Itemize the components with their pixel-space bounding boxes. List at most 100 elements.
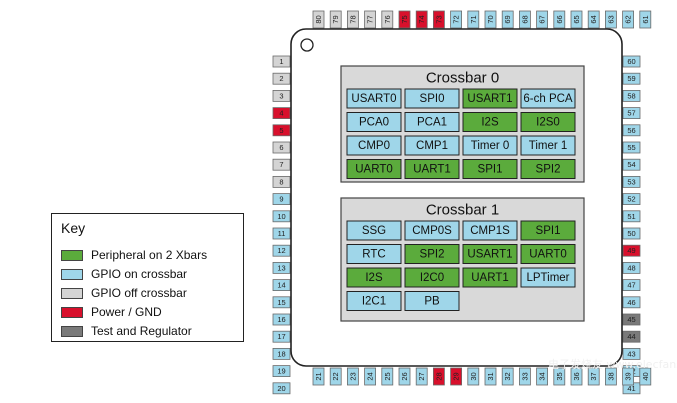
peripheral-label: UART1 — [471, 272, 509, 284]
pin-60: 60 — [622, 55, 641, 68]
peripheral-cell-box — [404, 291, 460, 311]
pin-74: 74 — [415, 10, 428, 29]
pin-69: 69 — [501, 10, 514, 29]
pin-number-label: 61 — [641, 15, 650, 23]
peripheral-label: SPI0 — [420, 93, 445, 105]
pin-pad — [346, 10, 359, 29]
pin-number-label: 70 — [486, 15, 495, 23]
pin-pad — [272, 210, 291, 223]
key-item: Power / GND — [61, 305, 162, 319]
pin-pad — [415, 10, 428, 29]
pin-pad — [622, 158, 641, 171]
pin-pad — [622, 296, 641, 309]
pin-pad — [364, 10, 377, 29]
peripheral-cell: I2C0 — [404, 267, 460, 288]
peripheral-cell-box — [520, 135, 576, 156]
peripheral-cell: UART1 — [462, 267, 518, 288]
peripheral-cell-box — [346, 112, 402, 132]
pin-number-label: 38 — [606, 372, 615, 380]
peripheral-cell: RTC — [346, 244, 402, 264]
pin-number-label: 22 — [331, 372, 340, 380]
pin-34: 34 — [536, 367, 548, 386]
peripheral-label: I2S — [481, 117, 499, 129]
peripheral-label: I2C0 — [420, 272, 444, 284]
pin-number-label: 60 — [627, 57, 635, 66]
key-title: Key — [61, 220, 86, 236]
peripheral-label: LPTimer — [526, 272, 569, 284]
pin-pad — [272, 382, 291, 395]
pin-number-label: 14 — [277, 281, 285, 290]
pin-67: 67 — [536, 10, 548, 29]
pin-9: 9 — [272, 193, 291, 206]
pin-19: 19 — [272, 365, 291, 378]
pin-56: 56 — [622, 124, 641, 137]
pin-66: 66 — [553, 10, 566, 29]
pin-1: 1 — [272, 55, 291, 68]
pin-pad — [622, 227, 641, 240]
pin-63: 63 — [605, 10, 617, 29]
peripheral-cell: I2S0 — [520, 112, 576, 132]
pin-22: 22 — [329, 367, 342, 386]
pin-52: 52 — [622, 193, 641, 206]
pin-33: 33 — [519, 367, 531, 386]
pin-24: 24 — [364, 367, 377, 386]
pin-pad — [398, 367, 411, 386]
peripheral-cell: LPTimer — [520, 267, 576, 288]
pin-number-label: 68 — [520, 15, 529, 23]
pin-77: 77 — [364, 10, 377, 29]
pin-pad — [484, 367, 497, 386]
pin-pad — [272, 72, 291, 85]
pin-pad — [622, 72, 641, 85]
peripheral-cell: SSG — [346, 220, 402, 241]
pin-57: 57 — [622, 107, 641, 119]
peripheral-cell-box — [404, 159, 460, 179]
pin-pad — [570, 10, 583, 29]
peripheral-cell-box — [520, 267, 576, 288]
pin-pad — [329, 367, 342, 386]
peripheral-cell-box — [404, 135, 460, 156]
pin-number-label: 32 — [503, 372, 512, 380]
peripheral-cell: 6-ch PCA — [520, 88, 576, 109]
pin-46: 46 — [622, 296, 641, 309]
pin-59: 59 — [622, 72, 641, 85]
key-item: GPIO on crossbar — [61, 267, 187, 281]
pin-number-label: 17 — [277, 332, 285, 341]
key-label: Test and Regulator — [91, 324, 192, 338]
pin-53: 53 — [622, 175, 641, 188]
pin-number-label: 67 — [538, 15, 547, 23]
peripheral-cell: SPI0 — [404, 88, 460, 109]
pin-pad — [605, 10, 617, 29]
peripheral-label: SPI2 — [420, 249, 445, 261]
pin-pad — [272, 347, 291, 360]
pin-number-label: 7 — [279, 160, 283, 169]
peripheral-cell: UART0 — [520, 244, 576, 264]
pin-number-label: 52 — [627, 195, 635, 204]
pin-pad — [622, 279, 641, 292]
pin-27: 27 — [415, 367, 428, 386]
pin-26: 26 — [398, 367, 411, 386]
pin-35: 35 — [553, 367, 566, 386]
pin-pad — [553, 367, 566, 386]
crossbar-title: Crossbar 0 — [426, 70, 499, 87]
pin-pad — [272, 365, 291, 378]
pin-44: 44 — [622, 330, 641, 343]
peripheral-label: SPI2 — [536, 164, 561, 176]
peripheral-cell-box — [462, 244, 518, 264]
key-swatch — [61, 249, 83, 261]
peripheral-cell-box — [520, 220, 576, 241]
pin-65: 65 — [570, 10, 583, 29]
pin-14: 14 — [272, 279, 291, 292]
pin-number-label: 40 — [641, 372, 650, 380]
pin-39: 39 — [622, 367, 634, 386]
pin-number-label: 19 — [277, 367, 285, 376]
pin-number-label: 44 — [627, 332, 635, 341]
pin-number-label: 71 — [469, 15, 478, 23]
pin-3: 3 — [272, 90, 291, 102]
pin-pad — [622, 124, 641, 137]
peripheral-cell-box — [462, 112, 518, 132]
pin-pad — [622, 244, 641, 257]
peripheral-label: RTC — [362, 249, 385, 261]
peripheral-label: UART0 — [355, 164, 393, 176]
pin-5: 5 — [272, 124, 291, 137]
